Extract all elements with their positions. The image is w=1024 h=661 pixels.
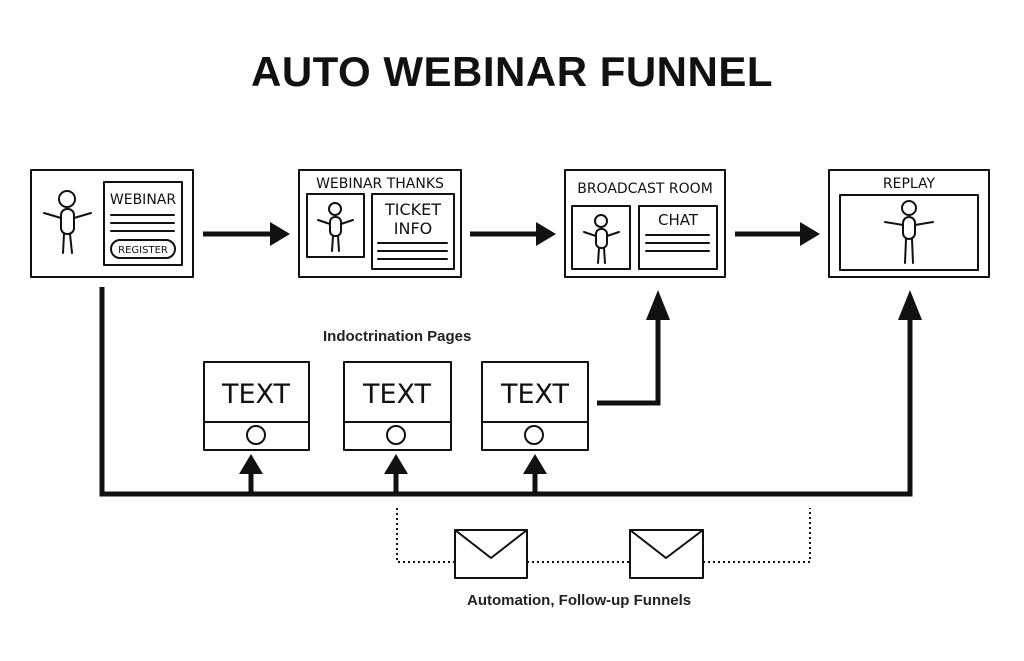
ticket-info-line2: INFO [394, 219, 432, 238]
broadcast-heading: BROADCAST ROOM [577, 181, 713, 197]
indoctrination-card-3 [481, 361, 589, 451]
registration-page-frame [30, 169, 194, 278]
replay-page-frame [828, 169, 990, 278]
broadcast-video-panel [571, 205, 631, 270]
thanks-figure-panel [306, 193, 365, 258]
indoctrination-card-2-text: TEXT [362, 379, 432, 410]
registration-heading: WEBINAR [110, 192, 176, 208]
stick-figure-icon [317, 202, 354, 252]
automation-label: Automation, Follow-up Funnels [467, 592, 692, 609]
chat-panel [638, 205, 718, 270]
chat-label: CHAT [658, 211, 699, 229]
broadcast-page-frame [564, 169, 726, 278]
replay-heading: REPLAY [883, 176, 936, 192]
envelope-icon [454, 529, 528, 579]
registration-page [30, 169, 194, 278]
indoctrination-label: Indoctrination Pages [323, 328, 472, 345]
play-button-icon [386, 425, 406, 445]
play-button-icon [246, 425, 266, 445]
indoctrination-card-1-text: TEXT [221, 379, 291, 410]
envelope-icon [629, 529, 704, 579]
replay-video-panel [839, 194, 979, 271]
stick-figure-icon [884, 200, 934, 264]
register-button-label: REGISTER [118, 245, 168, 256]
automation-connector [396, 508, 811, 563]
diagram-title: AUTO WEBINAR FUNNEL [250, 48, 774, 95]
broadcast-page [564, 169, 726, 278]
stick-figure-icon [43, 190, 92, 254]
ticket-info-line1: TICKET [384, 200, 441, 219]
play-button-icon [524, 425, 544, 445]
thanks-page-frame [298, 169, 462, 278]
register-button [110, 239, 176, 259]
thanks-page [298, 169, 462, 278]
indoctrination-card-2 [343, 361, 452, 451]
webinar-sign [103, 181, 183, 266]
main-flow-line [99, 287, 913, 497]
to-broadcast-line [597, 318, 661, 406]
arrowheads [239, 222, 922, 474]
stick-figure-icon [583, 214, 620, 264]
indoctrination-card-1 [203, 361, 310, 451]
ticket-info-panel [371, 193, 455, 270]
replay-page [828, 169, 990, 278]
thanks-heading: WEBINAR THANKS [316, 176, 444, 192]
flow-arrows [99, 231, 913, 497]
indoctrination-card-3-text: TEXT [500, 379, 570, 410]
